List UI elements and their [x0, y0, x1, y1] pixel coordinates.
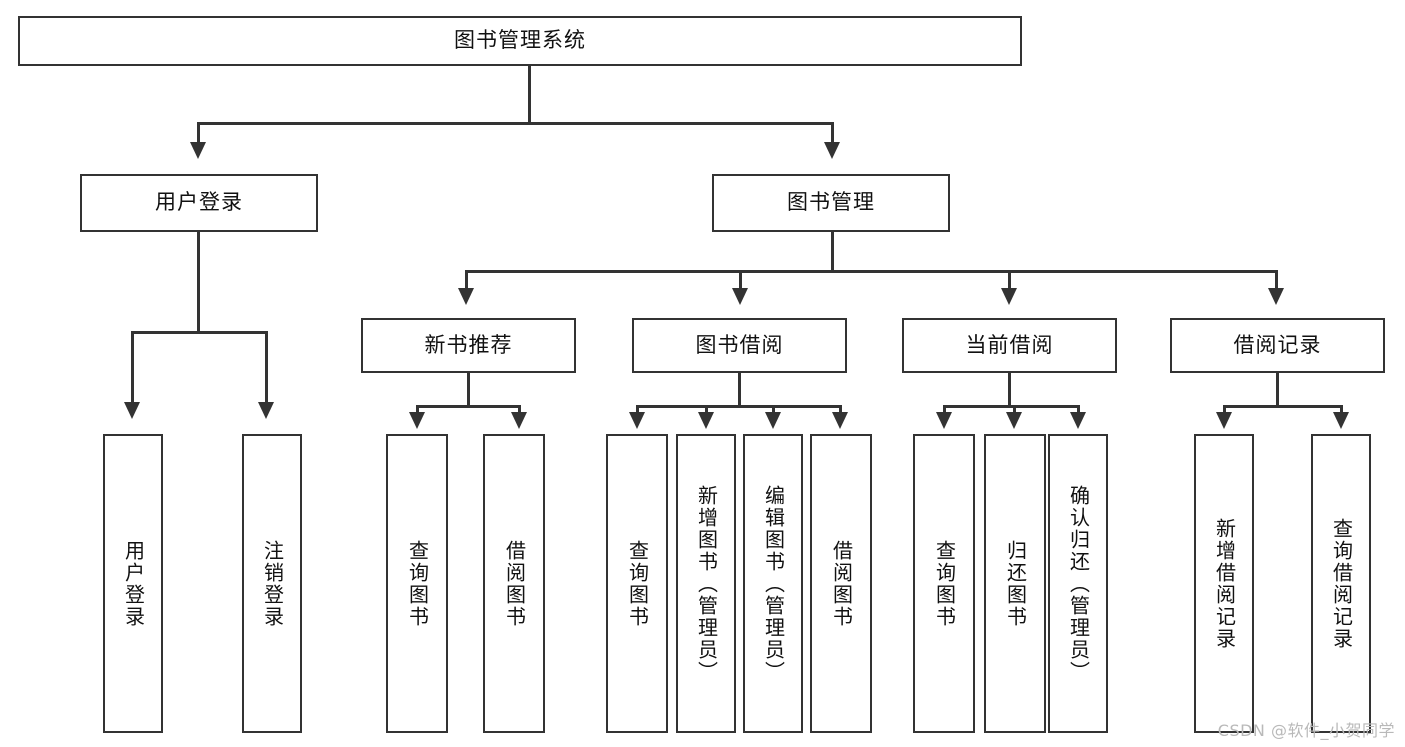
arrow-book-borrow-to-loan	[832, 412, 848, 429]
arrow-current-borrow-to-return	[1006, 412, 1022, 429]
arrow-book-borrow-to-add	[698, 412, 714, 429]
edge-new-book-to-query	[416, 405, 419, 415]
edge-current-borrow-to-return	[1013, 405, 1016, 415]
leaf-borrow-add-book[interactable]: 新增图书（管理员）	[676, 434, 736, 733]
node-label: 注销登录	[260, 539, 285, 628]
edge-book-mgmt-to-borrow	[739, 270, 742, 292]
edge-user-login-stem	[197, 232, 200, 333]
edge-book-mgmt-to-current	[1008, 270, 1011, 292]
node-label: 借阅图书	[502, 539, 527, 628]
edge-current-borrow-to-confirm	[1077, 405, 1080, 415]
edge-current-borrow-stem	[1008, 373, 1011, 407]
arrow-book-mgmt-to-borrow	[732, 288, 748, 305]
node-label: 归还图书	[1003, 539, 1028, 628]
edge-borrow-record-to-add	[1223, 405, 1226, 415]
node-label: 借阅图书	[829, 539, 854, 628]
leaf-user-logout[interactable]: 注销登录	[242, 434, 302, 733]
arrow-book-borrow-to-query	[629, 412, 645, 429]
node-label: 查询图书	[932, 539, 957, 628]
node-label: 查询图书	[405, 539, 430, 628]
node-label: 图书借阅	[695, 332, 784, 357]
edge-root-to-user-login	[197, 122, 200, 146]
edge-user-login-to-login	[131, 331, 134, 406]
leaf-current-return-book[interactable]: 归还图书	[984, 434, 1046, 733]
arrow-book-mgmt-to-current	[1001, 288, 1017, 305]
edge-root-to-book-mgmt	[831, 122, 834, 146]
edge-borrow-record-stem	[1276, 373, 1279, 407]
node-label: 当前借阅	[965, 332, 1054, 357]
edge-book-mgmt-to-record	[1275, 270, 1278, 292]
arrow-root-to-book-mgmt	[824, 142, 840, 159]
edge-current-borrow-to-query	[943, 405, 946, 415]
leaf-recommend-query-book[interactable]: 查询图书	[386, 434, 448, 733]
arrow-borrow-record-to-query	[1333, 412, 1349, 429]
node-root-system[interactable]: 图书管理系统	[18, 16, 1022, 66]
arrow-book-borrow-to-edit	[765, 412, 781, 429]
edge-book-mgmt-to-new-book	[465, 270, 468, 292]
node-book-management[interactable]: 图书管理	[712, 174, 950, 232]
node-label: 新书推荐	[424, 332, 513, 357]
node-book-borrow[interactable]: 图书借阅	[632, 318, 847, 373]
arrow-borrow-record-to-add	[1216, 412, 1232, 429]
node-label: 查询图书	[625, 539, 650, 628]
edge-new-book-stem	[467, 373, 470, 407]
edge-book-borrow-to-add	[705, 405, 708, 415]
leaf-record-add[interactable]: 新增借阅记录	[1194, 434, 1254, 733]
node-label: 图书管理	[787, 190, 875, 215]
node-label: 借阅记录	[1233, 332, 1322, 357]
edge-root-bar	[197, 122, 834, 125]
edge-borrow-record-bar	[1223, 405, 1343, 408]
arrow-root-to-user-login	[190, 142, 206, 159]
edge-book-borrow-stem	[738, 373, 741, 407]
leaf-borrow-query-book[interactable]: 查询图书	[606, 434, 668, 733]
edge-root-stem	[528, 66, 531, 124]
arrow-book-mgmt-to-record	[1268, 288, 1284, 305]
node-label: 图书管理系统	[454, 28, 586, 53]
edge-book-borrow-to-loan	[839, 405, 842, 415]
arrow-book-mgmt-to-new-book	[458, 288, 474, 305]
node-label: 用户登录	[155, 190, 243, 215]
edge-new-book-bar	[416, 405, 521, 408]
node-new-book-recommend[interactable]: 新书推荐	[361, 318, 576, 373]
node-borrow-record[interactable]: 借阅记录	[1170, 318, 1385, 373]
node-label: 新增图书（管理员）	[694, 484, 719, 683]
node-label: 新增借阅记录	[1212, 517, 1237, 650]
edge-new-book-to-borrow	[518, 405, 521, 415]
arrow-current-borrow-to-query	[936, 412, 952, 429]
arrow-new-book-to-query	[409, 412, 425, 429]
leaf-current-confirm-return[interactable]: 确认归还（管理员）	[1048, 434, 1108, 733]
edge-user-login-bar	[131, 331, 268, 334]
node-label: 查询借阅记录	[1329, 517, 1354, 650]
edge-borrow-record-to-query	[1340, 405, 1343, 415]
node-user-login[interactable]: 用户登录	[80, 174, 318, 232]
arrow-current-borrow-to-confirm	[1070, 412, 1086, 429]
arrow-user-login-to-logout	[258, 402, 274, 419]
node-label: 确认归还（管理员）	[1066, 484, 1091, 683]
edge-book-mgmt-bar	[465, 270, 1278, 273]
edge-book-mgmt-stem	[831, 232, 834, 272]
node-label: 编辑图书（管理员）	[761, 484, 786, 683]
leaf-recommend-borrow-book[interactable]: 借阅图书	[483, 434, 545, 733]
arrow-user-login-to-login	[124, 402, 140, 419]
csdn-watermark: CSDN @软件_小贺同学	[1217, 721, 1395, 740]
leaf-record-query[interactable]: 查询借阅记录	[1311, 434, 1371, 733]
edge-current-borrow-bar	[943, 405, 1079, 408]
edge-user-login-to-logout	[265, 331, 268, 406]
node-label: 用户登录	[121, 539, 146, 628]
arrow-new-book-to-borrow	[511, 412, 527, 429]
edge-book-borrow-to-query	[636, 405, 639, 415]
leaf-borrow-edit-book[interactable]: 编辑图书（管理员）	[743, 434, 803, 733]
node-current-borrow[interactable]: 当前借阅	[902, 318, 1117, 373]
edge-book-borrow-bar	[636, 405, 842, 408]
leaf-user-login[interactable]: 用户登录	[103, 434, 163, 733]
leaf-current-query-book[interactable]: 查询图书	[913, 434, 975, 733]
leaf-borrow-loan-book[interactable]: 借阅图书	[810, 434, 872, 733]
edge-book-borrow-to-edit	[772, 405, 775, 415]
